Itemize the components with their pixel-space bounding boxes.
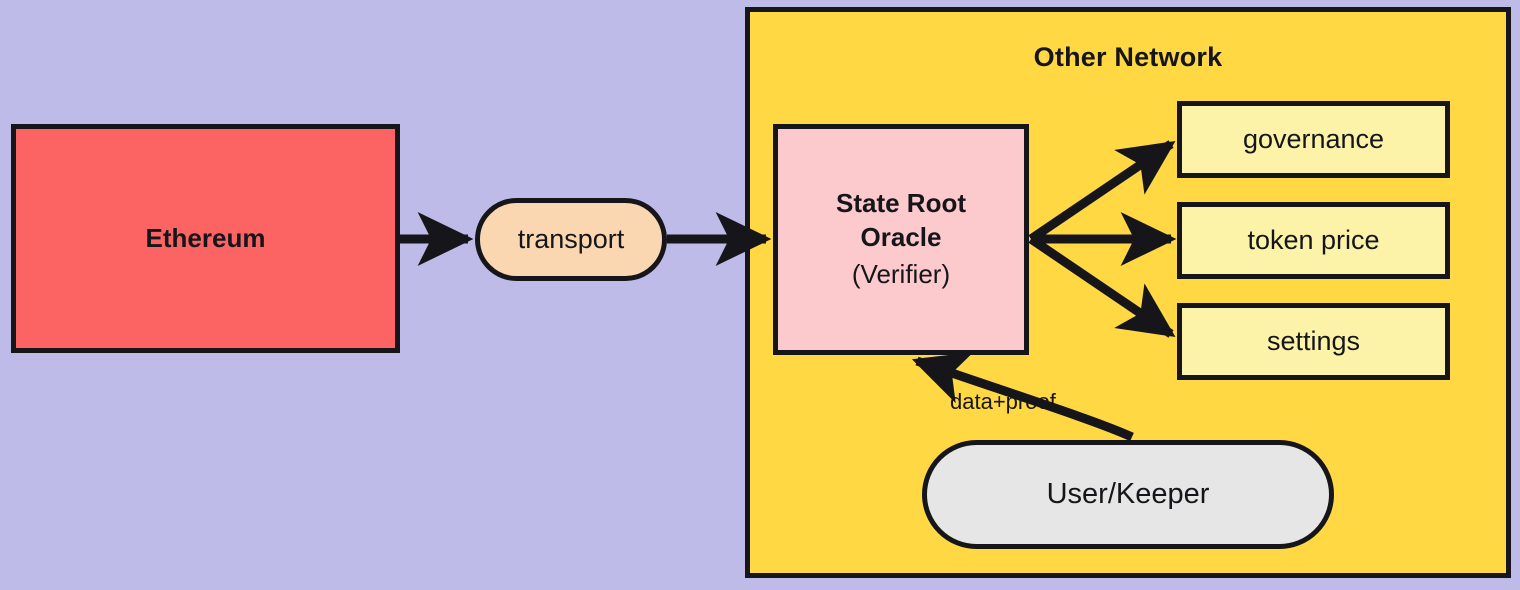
node-token-price[interactable]: token price: [1177, 202, 1450, 279]
node-state-root-oracle-title-line2: Oracle: [860, 221, 942, 252]
node-settings[interactable]: settings: [1177, 303, 1450, 380]
node-user-keeper[interactable]: User/Keeper: [922, 440, 1334, 549]
node-ethereum[interactable]: Ethereum: [11, 124, 400, 353]
node-settings-label: settings: [1266, 326, 1361, 356]
node-token-price-label: token price: [1247, 225, 1380, 255]
node-state-root-oracle-subtitle: (Verifier): [851, 258, 951, 289]
node-state-root-oracle[interactable]: State Root Oracle (Verifier): [773, 124, 1029, 355]
node-governance[interactable]: governance: [1177, 101, 1450, 178]
node-transport[interactable]: transport: [475, 198, 667, 281]
node-state-root-oracle-title-line1: State Root: [836, 188, 966, 219]
node-governance-label: governance: [1242, 124, 1385, 154]
node-transport-label: transport: [517, 224, 625, 254]
edge-label-data-proof: data+proof: [950, 389, 1056, 414]
node-ethereum-label: Ethereum: [145, 223, 266, 253]
node-user-keeper-label: User/Keeper: [1046, 478, 1210, 510]
group-other-network-label: Other Network: [1033, 42, 1223, 72]
